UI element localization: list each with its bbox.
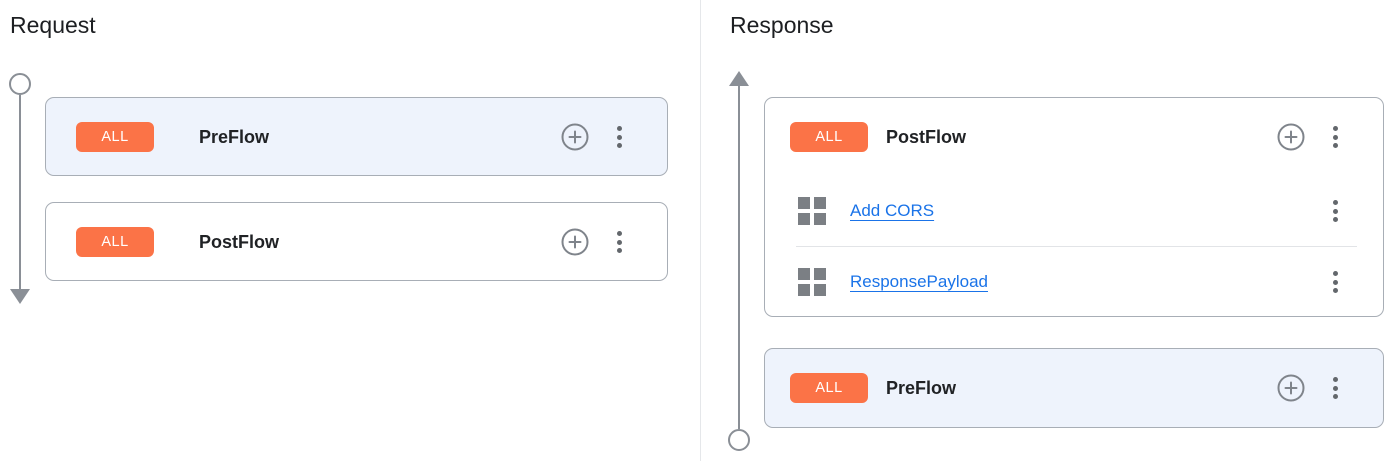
card-menu-button[interactable] bbox=[1332, 376, 1338, 400]
plus-circle-icon bbox=[1277, 123, 1305, 151]
condition-badge: ALL bbox=[790, 122, 868, 152]
add-policy-button[interactable] bbox=[561, 123, 589, 151]
request-panel: Request ALL PreFlow ALL PostFlow bbox=[9, 12, 668, 304]
kebab-icon bbox=[616, 126, 622, 131]
response-timeline-start-icon bbox=[728, 429, 750, 451]
policy-link-add-cors[interactable]: Add CORS bbox=[850, 201, 935, 220]
response-timeline-line bbox=[738, 85, 740, 429]
flow-title: PostFlow bbox=[886, 126, 966, 147]
condition-badge: ALL bbox=[76, 227, 154, 257]
request-postflow-card[interactable]: ALL PostFlow bbox=[45, 202, 668, 281]
card-menu-button[interactable] bbox=[1332, 125, 1338, 149]
response-panel-title: Response bbox=[730, 12, 834, 38]
policy-row-divider bbox=[796, 246, 1357, 247]
request-postflow-header: ALL PostFlow bbox=[46, 203, 667, 281]
plus-circle-icon bbox=[561, 228, 589, 256]
response-panel: Response ALL PostFlow Add C bbox=[700, 0, 1393, 461]
flow-title: PreFlow bbox=[199, 126, 270, 147]
policy-step-icon bbox=[798, 268, 826, 296]
flow-title: PostFlow bbox=[199, 231, 279, 252]
response-timeline-arrow-up-icon bbox=[729, 71, 749, 86]
response-postflow-card[interactable]: ALL PostFlow Add CORS bbox=[764, 97, 1384, 317]
request-timeline-line bbox=[19, 95, 21, 289]
card-menu-button[interactable] bbox=[616, 230, 622, 254]
kebab-icon bbox=[1332, 377, 1338, 382]
request-preflow-card[interactable]: ALL PreFlow bbox=[45, 97, 668, 176]
response-preflow-card[interactable]: ALL PreFlow bbox=[764, 348, 1384, 428]
kebab-icon bbox=[1332, 126, 1338, 131]
kebab-icon bbox=[1332, 200, 1338, 205]
request-timeline-arrow-down-icon bbox=[10, 289, 30, 304]
request-timeline-start-icon bbox=[9, 73, 31, 95]
response-preflow-header: ALL PreFlow bbox=[765, 349, 1383, 427]
kebab-icon bbox=[1332, 271, 1338, 276]
add-policy-button[interactable] bbox=[1277, 374, 1305, 402]
policy-menu-button[interactable] bbox=[1332, 199, 1338, 223]
condition-badge: ALL bbox=[790, 373, 868, 403]
plus-circle-icon bbox=[561, 123, 589, 151]
plus-circle-icon bbox=[1277, 374, 1305, 402]
add-policy-button[interactable] bbox=[561, 228, 589, 256]
policy-step-icon bbox=[798, 197, 826, 225]
policy-row: ResponsePayload bbox=[765, 247, 1383, 317]
response-postflow-header: ALL PostFlow bbox=[765, 98, 1383, 176]
policy-link-responsepayload[interactable]: ResponsePayload bbox=[850, 272, 988, 291]
kebab-icon bbox=[616, 231, 622, 236]
add-policy-button[interactable] bbox=[1277, 123, 1305, 151]
request-panel-title: Request bbox=[10, 12, 96, 38]
policy-menu-button[interactable] bbox=[1332, 270, 1338, 294]
panel-divider bbox=[700, 0, 701, 461]
flow-title: PreFlow bbox=[886, 377, 957, 398]
policy-row: Add CORS bbox=[765, 176, 1383, 246]
card-menu-button[interactable] bbox=[616, 125, 622, 149]
request-preflow-header: ALL PreFlow bbox=[46, 98, 667, 176]
condition-badge: ALL bbox=[76, 122, 154, 152]
